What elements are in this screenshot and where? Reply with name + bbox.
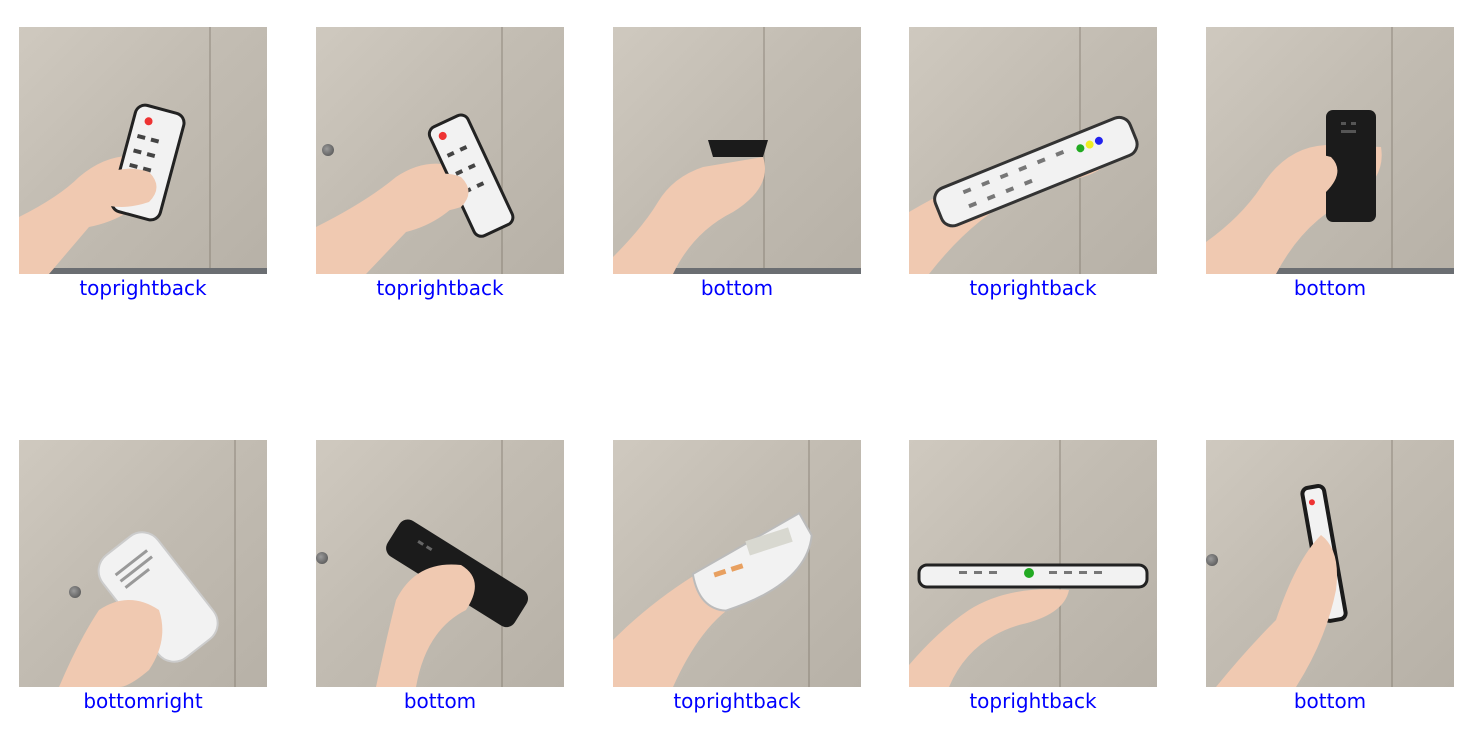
photo-hand-holding-remote [316, 27, 564, 274]
photo-hand-holding-remote [909, 440, 1157, 687]
photo-hand-holding-remote [1206, 440, 1454, 687]
photo-hand-holding-remote [316, 440, 564, 687]
image-label: toprightback [969, 276, 1097, 300]
photo-hand-holding-remote [19, 27, 267, 274]
image-label: bottom [700, 276, 774, 300]
image-label: bottom [1293, 276, 1367, 300]
image-label: bottom [1293, 689, 1367, 713]
photo-hand-holding-remote [1206, 27, 1454, 274]
photo-hand-holding-remote [613, 27, 861, 274]
photo-hand-holding-remote [613, 440, 861, 687]
photo-hand-holding-remote [909, 27, 1157, 274]
image-label: toprightback [969, 689, 1097, 713]
image-label: bottomright [83, 689, 203, 713]
image-label: toprightback [673, 689, 801, 713]
image-label: bottom [403, 689, 477, 713]
image-label: toprightback [79, 276, 207, 300]
image-label: toprightback [376, 276, 504, 300]
photo-hand-holding-remote [19, 440, 267, 687]
